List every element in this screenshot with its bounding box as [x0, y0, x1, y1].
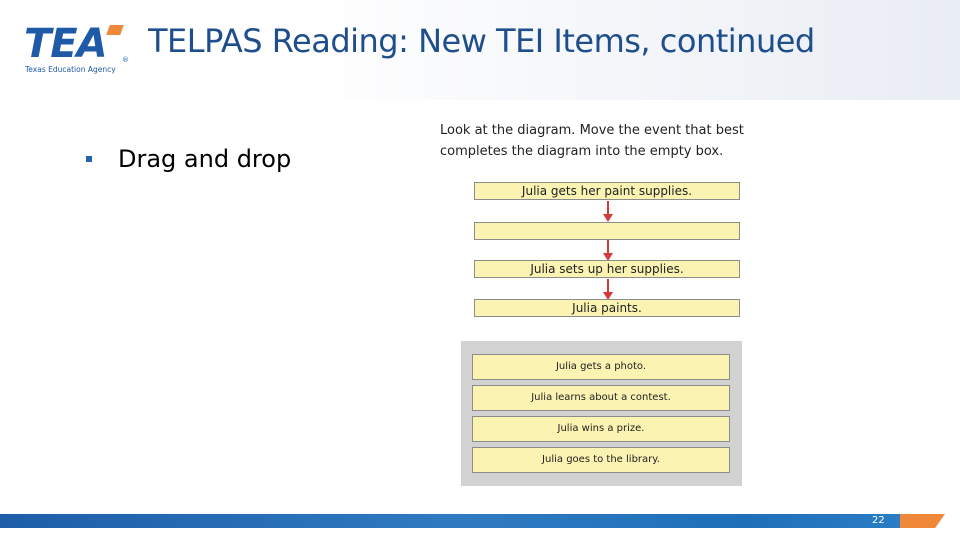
header: TEA ® Texas Education Agency TELPAS Read… — [0, 0, 960, 100]
flow-box-4: Julia paints. — [474, 299, 740, 317]
slide-title: TELPAS Reading: New TEI Items, continued — [148, 22, 815, 60]
registered-mark: ® — [122, 56, 129, 64]
down-arrow-icon — [603, 201, 613, 223]
draggable-choice[interactable]: Julia wins a prize. — [472, 416, 730, 442]
graduation-cap-icon — [106, 25, 124, 35]
item-instruction: Look at the diagram. Move the event that… — [440, 123, 744, 159]
flow-box-1: Julia gets her paint supplies. — [474, 182, 740, 200]
draggable-choice[interactable]: Julia goes to the library. — [472, 447, 730, 473]
footer-accent — [900, 514, 945, 528]
page-number: 22 — [872, 515, 885, 526]
flow-box-3: Julia sets up her supplies. — [474, 260, 740, 278]
flow-box-empty-drop-target[interactable] — [474, 222, 740, 240]
tea-logo: TEA ® Texas Education Agency — [22, 22, 132, 78]
down-arrow-icon — [603, 240, 613, 262]
logo-text: TEA — [24, 21, 108, 67]
bullet-text: Drag and drop — [118, 145, 292, 173]
square-bullet-icon — [86, 156, 92, 162]
footer-bar — [0, 514, 930, 528]
down-arrow-icon — [603, 279, 613, 301]
draggable-choice[interactable]: Julia gets a photo. — [472, 354, 730, 380]
answer-choices-panel: Julia gets a photo. Julia learns about a… — [461, 341, 742, 486]
draggable-choice[interactable]: Julia learns about a contest. — [472, 385, 730, 411]
bullet-item: Drag and drop — [86, 145, 291, 173]
logo-subtitle: Texas Education Agency — [25, 65, 116, 74]
